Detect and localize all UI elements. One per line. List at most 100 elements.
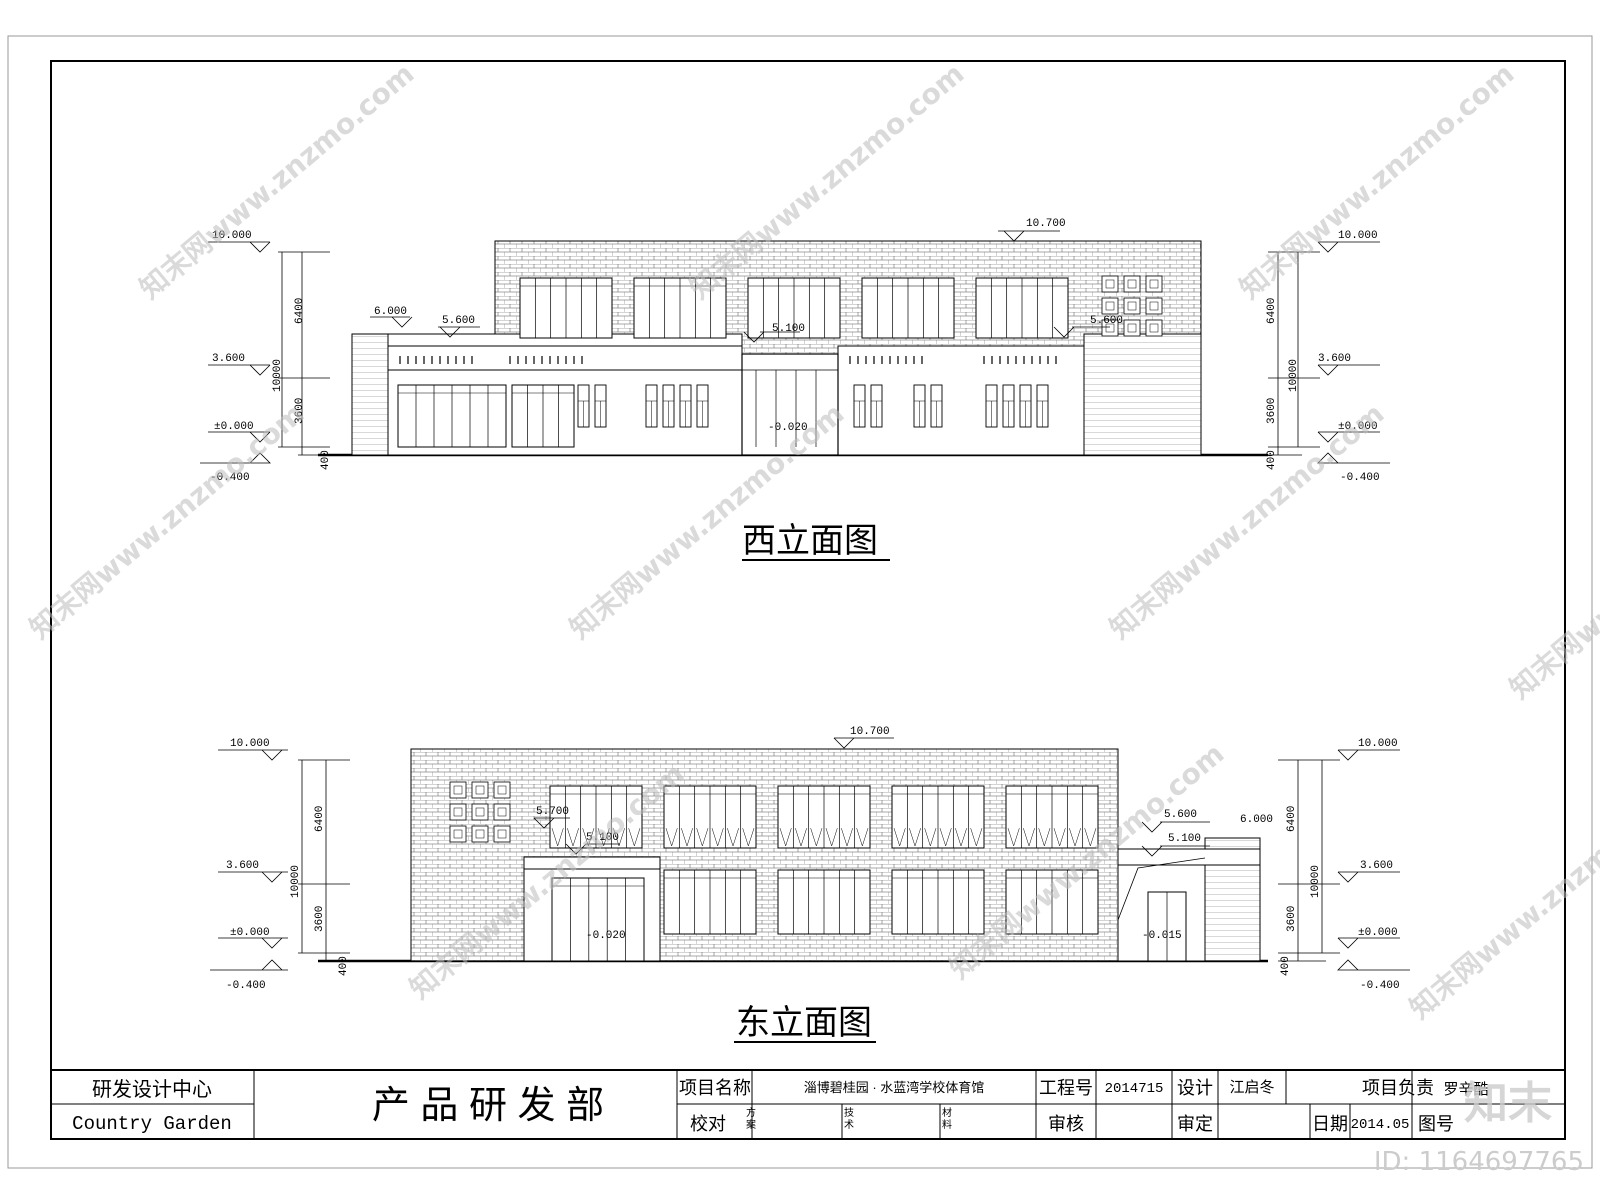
east-roof-right-low: 5.100 [1168, 833, 1201, 845]
west-roof-right: 5.600 [1090, 315, 1123, 327]
west-elev-ground-right: -0.400 [1340, 472, 1380, 484]
east-dim-lower-right: 3600 [1286, 906, 1298, 932]
west-dim-lower-right: 3600 [1266, 398, 1278, 424]
west-dim-base-right: 400 [1266, 450, 1278, 470]
lead-name: 罗辛酷 [1443, 1081, 1488, 1098]
east-dim-total-left: 10000 [290, 865, 302, 898]
west-vent-panel [1101, 297, 1119, 315]
east-lower-window [663, 869, 757, 935]
east-upper-window [777, 785, 871, 849]
east-roof-right-high: 6.000 [1240, 814, 1273, 826]
west-vent-panel [1123, 275, 1141, 293]
drawing-label: 图号 [1418, 1114, 1454, 1134]
east-elev-top-right: 10.000 [1358, 738, 1398, 750]
job-no: 2014715 [1105, 1081, 1164, 1097]
west-roof-left-high: 6.000 [374, 306, 407, 318]
west-dim-left [278, 251, 330, 456]
watermark-text: 知末网www.znzmo.com [133, 57, 420, 305]
east-elev-ground-right: -0.400 [1360, 980, 1400, 992]
west-left-parapet [387, 345, 743, 371]
lead-label: 项目负责 [1362, 1078, 1434, 1098]
west-upper-window [519, 277, 613, 339]
west-slim-window [1002, 384, 1015, 428]
east-entrance-left-level: -0.020 [586, 930, 626, 942]
east-title: 东立面图 [736, 1003, 872, 1043]
logo-watermark: 知末 [1464, 1078, 1552, 1129]
east-vent-panel [449, 781, 467, 799]
east-lower-window [891, 869, 985, 935]
department: 产 品 研 发 部 [372, 1085, 604, 1127]
east-right-parapet [1117, 848, 1261, 866]
watermark-text: 知末网www.znzmo.com [23, 397, 310, 645]
west-elev-top-left: 10.000 [212, 230, 252, 242]
east-entrance-right-level: -0.015 [1142, 930, 1182, 942]
east-elev-top-left: 10.000 [230, 738, 270, 750]
east-vent-panel [493, 825, 511, 843]
east-dim-lower-left: 3600 [314, 906, 326, 932]
east-upper-window [549, 785, 643, 849]
west-vent-panel [1101, 275, 1119, 293]
west-dim-lower-left: 3600 [294, 398, 306, 424]
west-elevation [318, 240, 1268, 457]
west-elev-ground-left: -0.400 [210, 472, 250, 484]
west-vent-panel [1145, 297, 1163, 315]
west-lower-curtain-left [397, 384, 507, 448]
designer: 江启冬 [1229, 1079, 1274, 1096]
east-dim-upper-left: 6400 [314, 806, 326, 832]
scheme-label: 方案 [746, 1106, 756, 1131]
east-elev-ground-left: -0.400 [226, 980, 266, 992]
east-roof-right: 5.600 [1164, 809, 1197, 821]
west-left-pier [351, 333, 389, 456]
east-elev-mid-right: 3.600 [1360, 860, 1393, 872]
west-elev-zero-left: ±0.000 [214, 421, 254, 433]
east-dim-base-right: 400 [1280, 956, 1292, 976]
image-id-label: ID: 1164697765 [1374, 1147, 1584, 1177]
west-lower-curtain-right [511, 384, 575, 448]
tech-label: 技术 [844, 1106, 854, 1131]
approve-label: 审定 [1177, 1114, 1213, 1134]
east-elevation [318, 748, 1268, 963]
west-vent-panel [1145, 275, 1163, 293]
west-slim-window [1036, 384, 1049, 428]
west-title: 西立面图 [742, 521, 878, 561]
west-slim-window [985, 384, 998, 428]
west-slim-window [679, 384, 692, 428]
west-vent-panel [1123, 319, 1141, 337]
west-slim-window [645, 384, 658, 428]
west-slim-window [853, 384, 866, 428]
west-slim-window [594, 384, 607, 428]
watermark-text: 知末网www.znzmo.com [1233, 57, 1520, 305]
west-upper-window [747, 277, 841, 339]
west-upper-window [861, 277, 955, 339]
date-value: 2014.05 [1351, 1117, 1410, 1133]
east-vent-panel [471, 825, 489, 843]
west-elev-mid-left: 3.600 [212, 353, 245, 365]
company-en: Country Garden [72, 1113, 232, 1135]
outer-border [7, 35, 1593, 1169]
west-upper-window [633, 277, 727, 339]
center-name: 研发设计中心 [92, 1078, 212, 1101]
east-dim-base-left: 400 [338, 956, 350, 976]
east-vent-panel [493, 781, 511, 799]
east-dim-upper-right: 6400 [1286, 806, 1298, 832]
east-upper-window [891, 785, 985, 849]
west-vent-panel [1123, 297, 1141, 315]
east-vent-panel [493, 803, 511, 821]
design-label: 设计 [1177, 1078, 1213, 1098]
west-entrance [741, 353, 839, 456]
west-slim-window [577, 384, 590, 428]
west-right-pier [1083, 333, 1202, 456]
west-canopy: 5.100 [772, 323, 805, 335]
west-dim-base-left: 400 [320, 450, 332, 470]
west-slim-window [870, 384, 883, 428]
east-elev-mid-left: 3.600 [226, 860, 259, 872]
east-left-canopy-slab [523, 856, 661, 870]
date-label: 日期 [1312, 1114, 1348, 1134]
west-dim-upper-left: 6400 [294, 298, 306, 324]
west-level-marks [200, 230, 1390, 464]
west-elev-mid-right: 3.600 [1318, 353, 1351, 365]
east-vent-panel [449, 803, 467, 821]
west-slim-window [930, 384, 943, 428]
east-elev-zero-left: ±0.000 [230, 927, 270, 939]
